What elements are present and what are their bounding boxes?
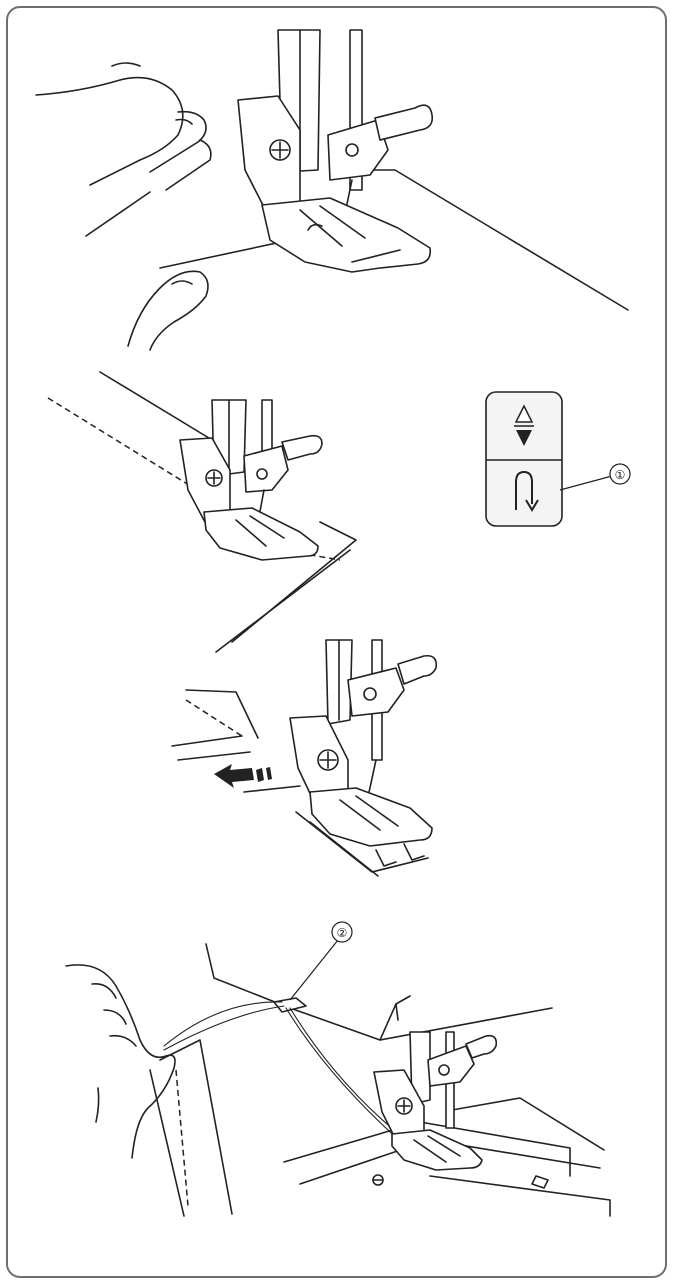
illustration-reverse-stitch — [171, 639, 438, 877]
callout-2-circle — [331, 921, 353, 943]
callout-1-circle — [609, 463, 631, 485]
callout-1-label: ① — [615, 468, 626, 482]
illustration-thread-cutter: ② — [65, 921, 611, 1217]
illustration-seam-start — [47, 371, 357, 653]
callout-2-label: ② — [337, 926, 348, 940]
illustration-guide-fabric — [35, 29, 629, 351]
feed-direction-arrow-icon — [214, 764, 272, 788]
button-panel: ① — [485, 391, 631, 527]
reverse-stitch-icon[interactable] — [515, 470, 539, 512]
needle-up-down-icon[interactable] — [514, 404, 534, 446]
